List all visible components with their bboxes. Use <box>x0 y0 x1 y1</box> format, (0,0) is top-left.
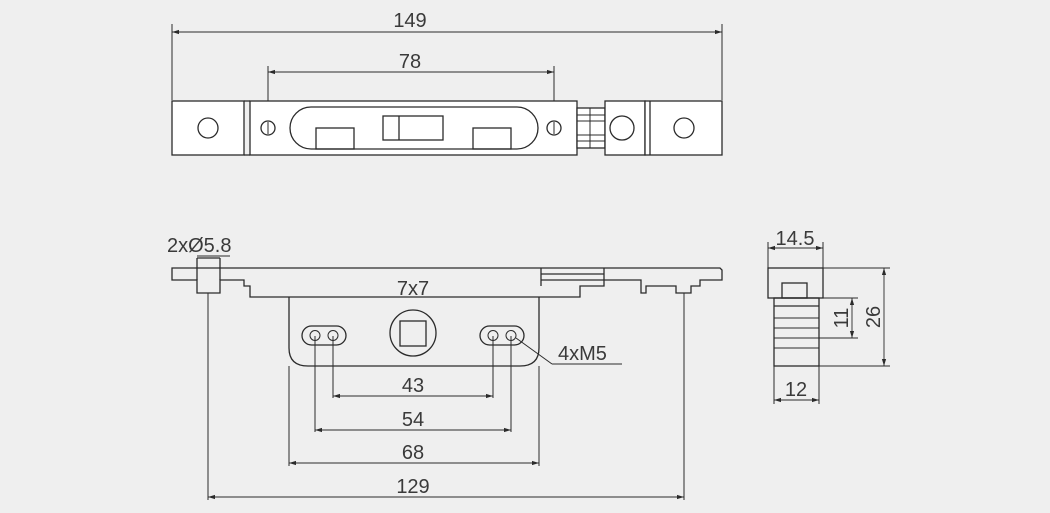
dim-label-11: 11 <box>831 308 853 329</box>
dim-label-4xm5: 4xM5 <box>558 343 607 365</box>
left-screw-hole <box>260 120 276 136</box>
right-notch <box>472 127 512 150</box>
left-thread-pair <box>301 325 347 346</box>
dim-label-54: 54 <box>402 409 424 431</box>
dim-label-149: 149 <box>393 10 426 32</box>
right-mounting-hole <box>673 117 695 139</box>
right-thread-pair <box>479 325 525 346</box>
flange <box>171 267 723 298</box>
dim-label-26: 26 <box>863 306 885 328</box>
right-screw-hole <box>546 120 562 136</box>
dim-label-hole-dia: 2xØ5.8 <box>167 235 231 257</box>
side-lower-body <box>773 297 820 367</box>
connector <box>576 107 606 149</box>
square-hole <box>399 320 427 347</box>
dim-label-68: 68 <box>402 442 424 464</box>
dim-label-43: 43 <box>402 375 424 397</box>
right-block-hole <box>609 115 635 141</box>
dim-label-78: 78 <box>399 51 421 73</box>
center-slider <box>382 115 444 141</box>
left-notch <box>315 127 355 150</box>
cover-slot <box>289 106 539 150</box>
dim-label-129: 129 <box>396 476 429 498</box>
side-view: 14.5 11 26 12 <box>767 228 890 404</box>
dim-label-14-5: 14.5 <box>776 228 815 250</box>
right-end-plate <box>644 100 723 156</box>
lower-case <box>288 297 540 367</box>
left-mounting-hole <box>197 117 219 139</box>
front-view: 7x7 2xØ5.8 4xM5 43 54 68 129 <box>167 235 723 500</box>
right-block <box>604 100 646 156</box>
main-body <box>249 100 578 156</box>
dim-label-7x7: 7x7 <box>397 278 429 300</box>
left-end-plate <box>171 100 245 156</box>
thread-leader <box>515 337 553 365</box>
dim-label-12: 12 <box>785 379 807 401</box>
top-view: 149 78 <box>171 10 723 156</box>
spindle-boss <box>389 309 437 357</box>
